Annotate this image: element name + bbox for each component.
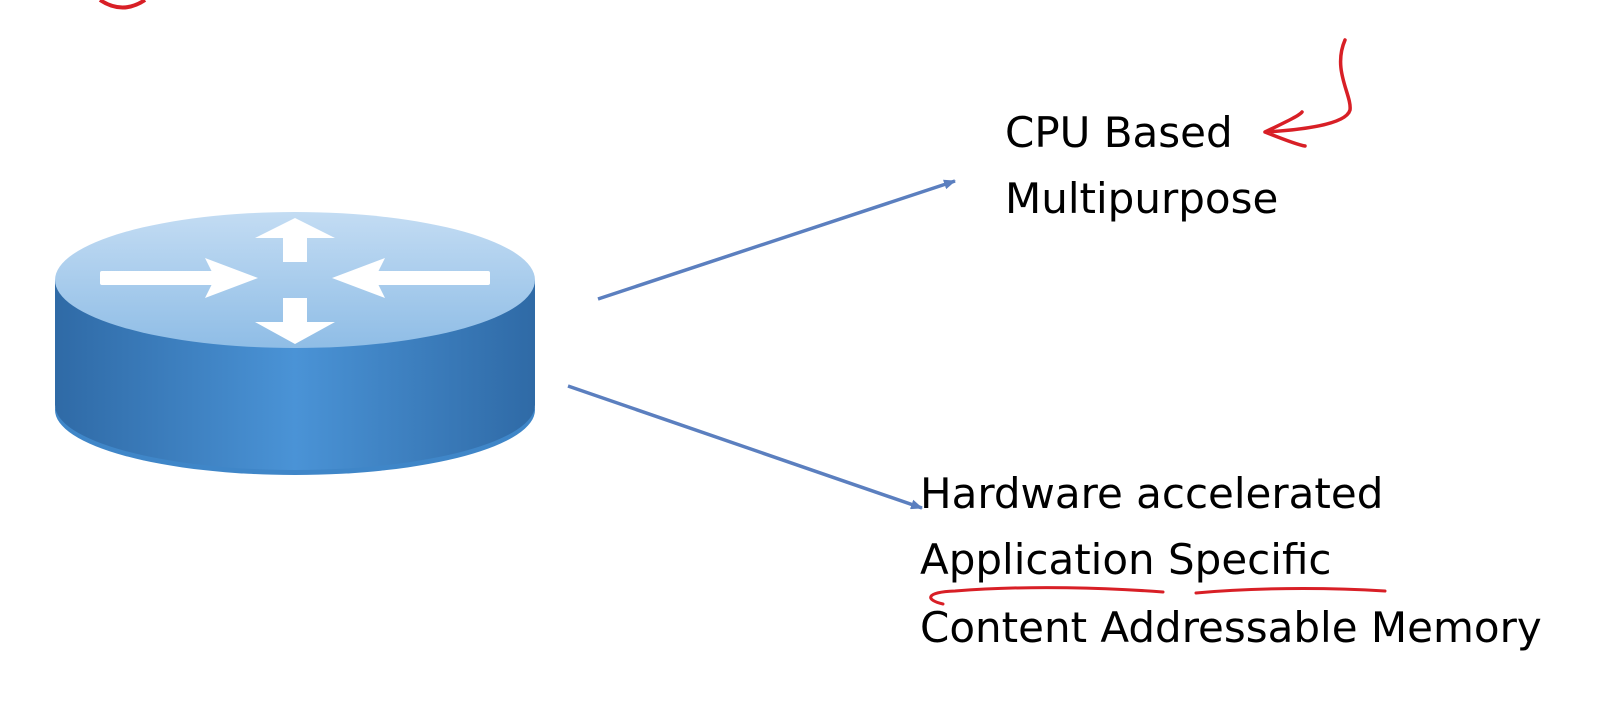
red-underline-specific	[1194, 587, 1387, 595]
branch-line: Content Addressable Memory	[920, 603, 1542, 652]
branch-line: CPU Based	[1005, 108, 1233, 157]
red-underline-application	[929, 586, 1165, 606]
red-annotation-corner	[98, 0, 147, 10]
branch-line: Hardware accelerated	[920, 469, 1383, 518]
connector-arrow-upper	[597, 179, 956, 301]
router-icon	[55, 212, 535, 475]
branch-line: Multipurpose	[1005, 174, 1278, 223]
branch-hardware-accelerated: Hardware accelerated Application Specifi…	[920, 469, 1542, 652]
branch-cpu-based: CPU Based Multipurpose	[1005, 108, 1278, 223]
connector-arrow-lower	[567, 384, 923, 510]
branch-line: Application Specific	[920, 535, 1332, 584]
red-pointer-annotation	[1263, 38, 1352, 148]
